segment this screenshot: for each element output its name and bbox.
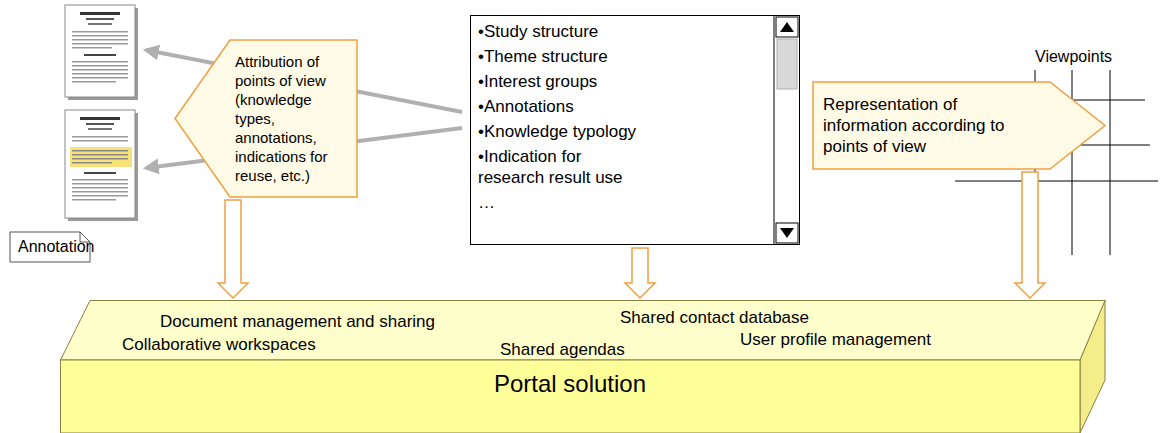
feature-label: Collaborative workspaces (122, 335, 316, 355)
feature-label: Shared contact database (620, 308, 809, 328)
feature-label: Shared agendas (500, 340, 625, 360)
scroll-down-arrow (780, 228, 794, 238)
portal-title: Portal solution (60, 370, 1080, 398)
block-arrow (625, 248, 655, 298)
callout-shape (813, 82, 1105, 169)
scroll-up-arrow (780, 22, 794, 32)
feature-label: Document management and sharing (160, 312, 435, 332)
callout-left: Attribution of points of view (knowledge… (175, 40, 357, 197)
annotation-note: Annotation (10, 232, 90, 262)
node-text: •Interest groups (478, 71, 643, 92)
callout-right: Representation of information according … (813, 82, 1105, 169)
portal-slab: Portal solution Document management and s… (60, 300, 1105, 433)
node-text: •Annotations (478, 96, 643, 117)
scroll-down-button (776, 223, 798, 243)
slab-front (61, 360, 1081, 433)
feature-label: User profile management (740, 330, 931, 350)
grid-label: Viewpoints (1035, 48, 1112, 66)
list-frame (471, 16, 800, 245)
scroll-thumb (777, 39, 797, 89)
slab-top (61, 301, 1106, 361)
document-thumbnail (65, 5, 138, 100)
node-text: Representation of information according … (823, 94, 1043, 157)
note-shape (10, 232, 90, 262)
node-text: •Theme structure (478, 46, 643, 67)
scrollbar-track (774, 16, 800, 245)
node-text: •Study structure (478, 21, 643, 42)
list-box: •Study structure •Theme structure •Interes… (470, 15, 800, 245)
node-text: •Knowledge typology (478, 121, 643, 142)
scroll-up-button (776, 17, 798, 37)
node-text: Annotation (18, 237, 82, 257)
document-thumbnail (65, 110, 138, 221)
block-arrow (218, 200, 248, 298)
block-arrow (1015, 172, 1045, 298)
node-text: Attribution of points of view (knowledge… (235, 52, 349, 185)
node-text: •Indication for research result use (478, 146, 643, 188)
callout-shape (175, 40, 357, 197)
highlight (70, 147, 132, 167)
node-text: … (478, 192, 643, 213)
